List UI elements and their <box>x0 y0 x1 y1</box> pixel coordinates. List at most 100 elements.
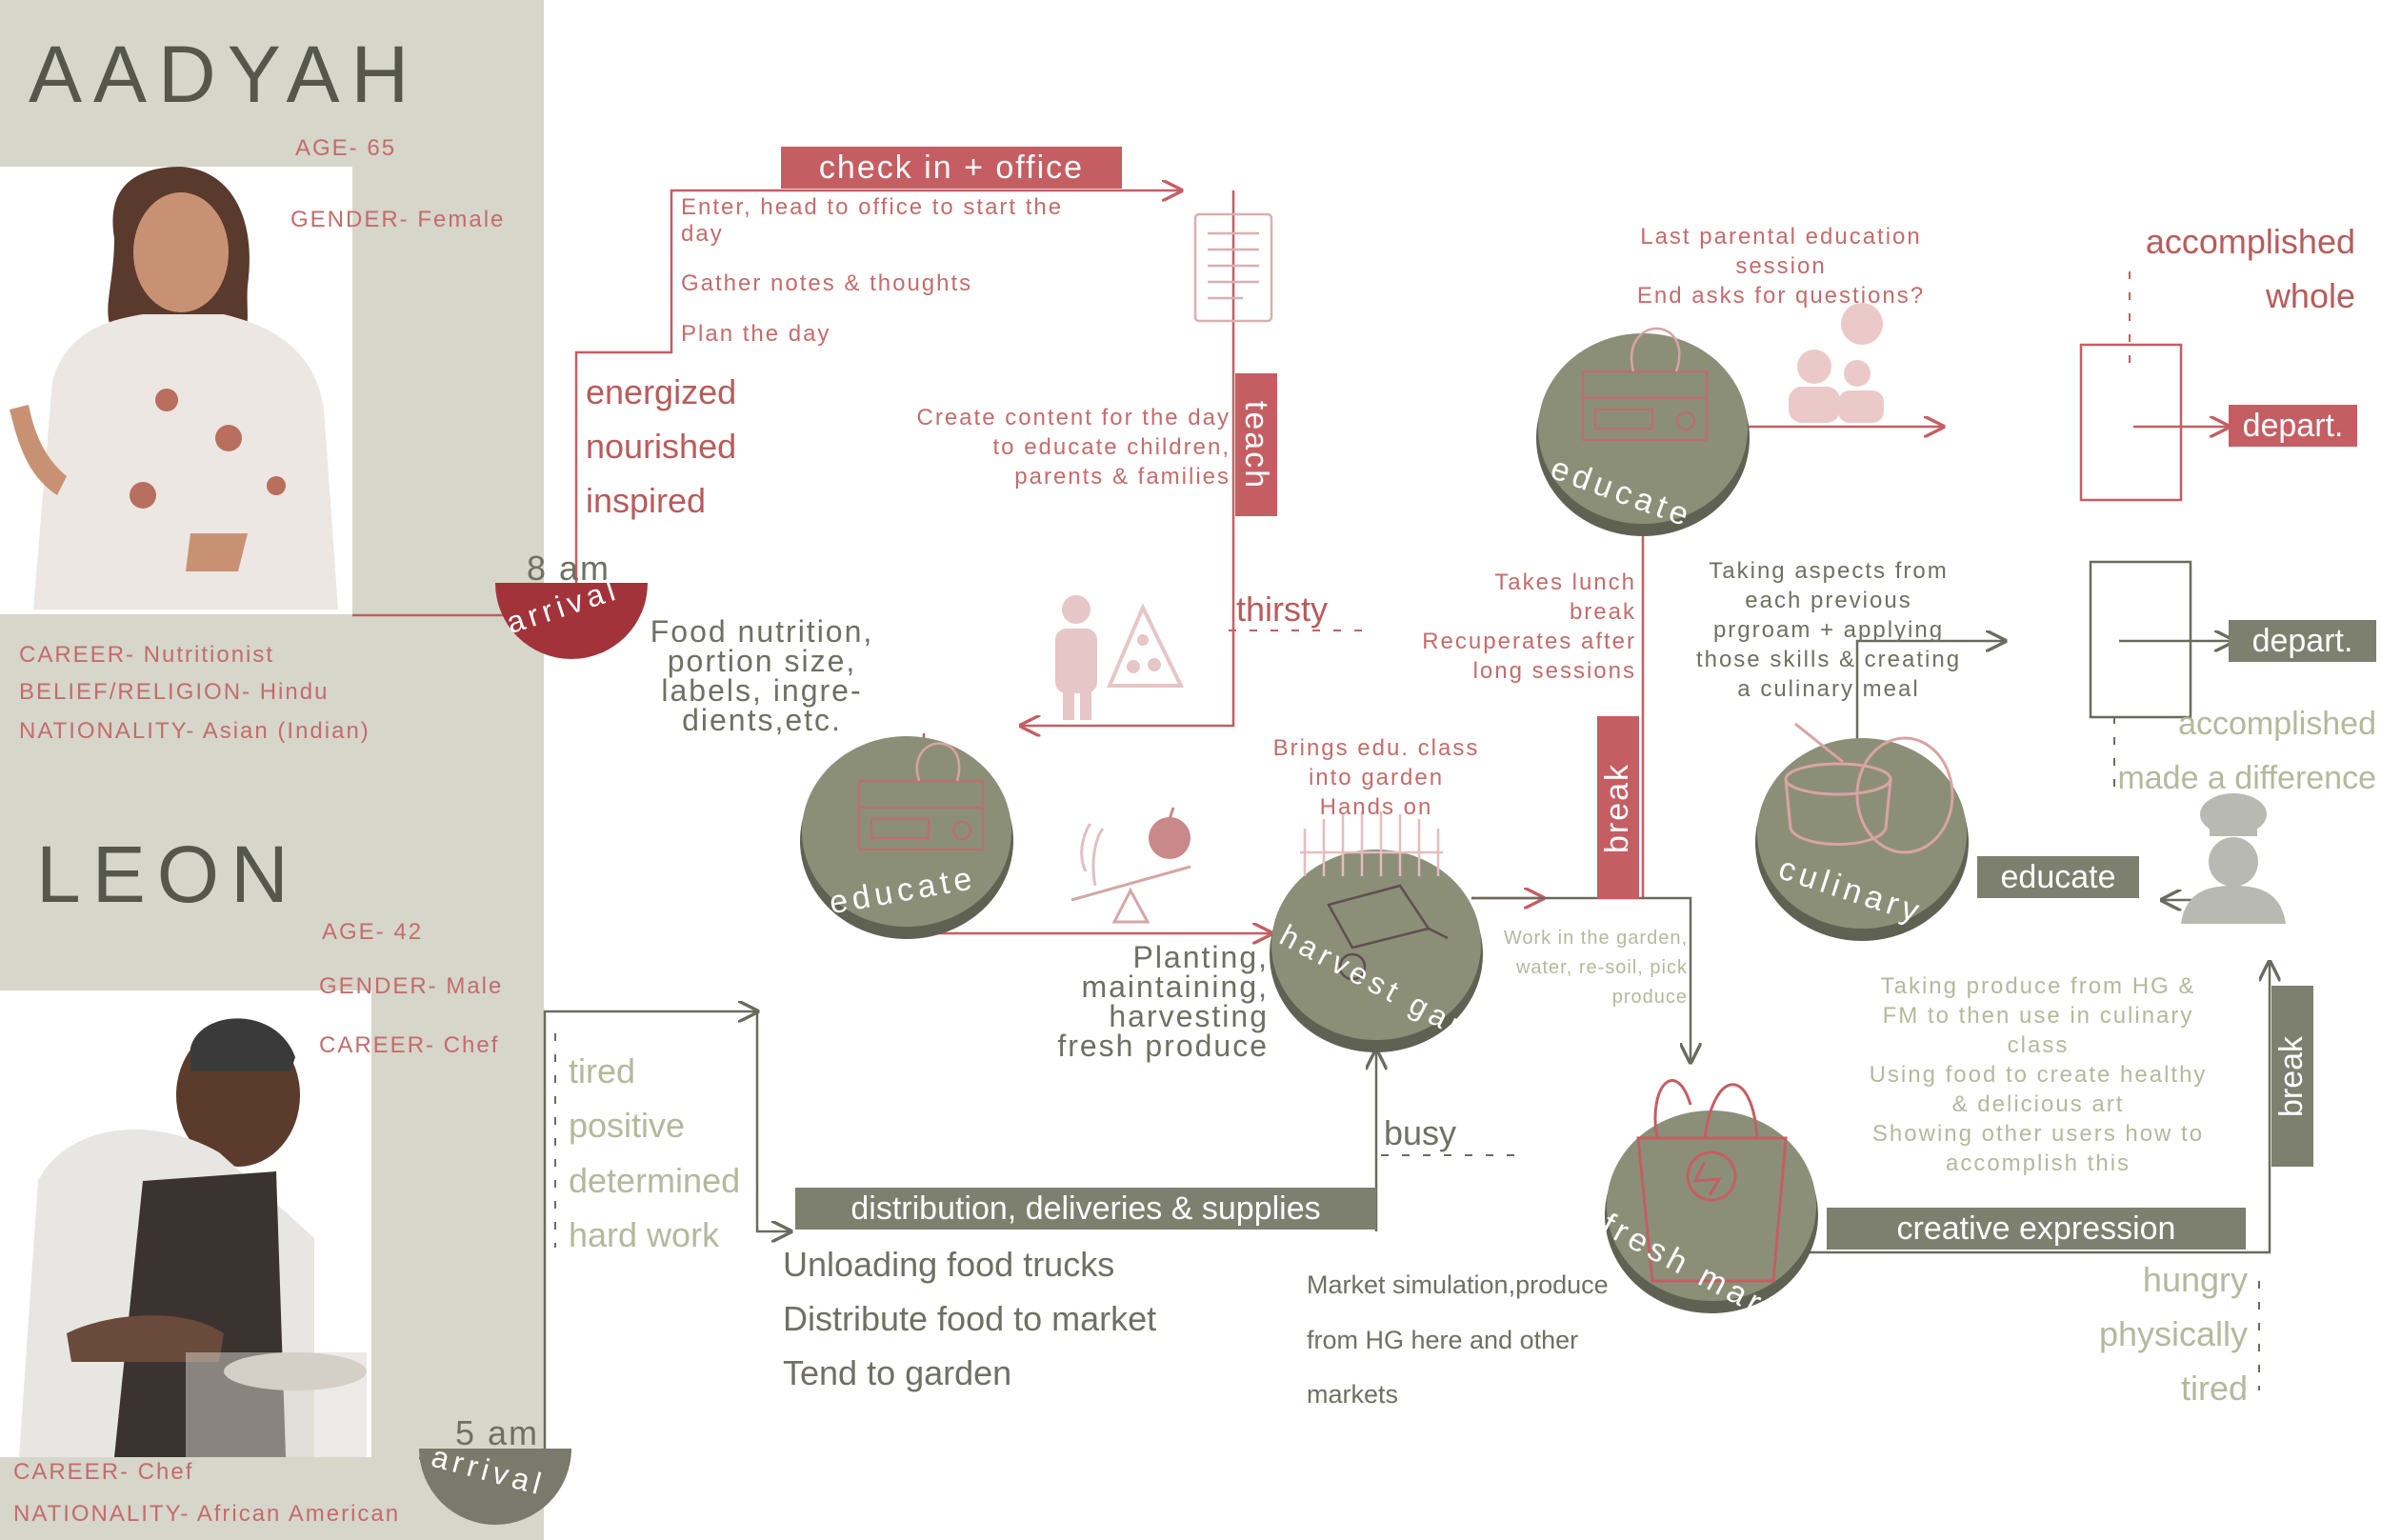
aspects-note: prgroam + applying <box>1712 617 1945 643</box>
culinary-note: Using food to create healthy <box>1869 1062 2208 1088</box>
leon-feeling: determined <box>569 1161 741 1200</box>
educate-label-leon: educate <box>1977 856 2139 898</box>
market-note: Market simulation,produce <box>1307 1270 1609 1299</box>
food-pyramid-person-icon <box>1055 595 1185 720</box>
aadyah-arrival-disc <box>495 583 648 659</box>
leon-age: AGE- 42 <box>322 919 424 945</box>
planting-note: harvesting <box>1109 999 1269 1033</box>
aspects-note: those skills & creating <box>1695 647 1962 672</box>
leon-feeling: tired <box>569 1051 636 1090</box>
educate-circle-1 <box>800 736 1013 939</box>
aadyah-dashes <box>575 271 2131 631</box>
harvest-note: Brings edu. class <box>1272 735 1480 761</box>
hungry-feeling: hungry <box>2142 1260 2248 1299</box>
aadyah-gender: GENDER- Female <box>290 207 506 232</box>
lunch-note: Recuperates after <box>1422 629 1636 654</box>
checkin-note: Plan the day <box>681 321 831 347</box>
planting-note: fresh produce <box>1057 1029 1269 1063</box>
distribution-note: Distribute food to market <box>783 1299 1157 1338</box>
depart-label-aadyah: depart. <box>2229 405 2357 447</box>
leon-dashes <box>554 716 2260 1390</box>
culinary-note: class <box>2007 1032 2070 1058</box>
parental-note: session <box>1735 253 1827 279</box>
parents-child-icon <box>1789 303 1884 423</box>
aadyah-career: CAREER- Nutritionist <box>19 642 275 668</box>
break-label-aadyah: break <box>1597 716 1639 899</box>
parental-note: Last parental education <box>1640 224 1922 250</box>
leon-career-bottom: CAREER- Chef <box>13 1459 194 1485</box>
garden-fence-icon <box>1300 811 1443 876</box>
harvest-note: Hands on <box>1319 794 1433 820</box>
creative-expression-label: creative expression <box>1827 1208 2246 1250</box>
culinary-note: & delicious art <box>1951 1091 2125 1117</box>
checkin-note: Gather notes & thoughts <box>681 270 973 296</box>
distribution-label: distribution, deliveries & supplies <box>795 1188 1376 1230</box>
stove-icon <box>1581 327 1709 442</box>
market-note: from HG here and other <box>1307 1326 1579 1354</box>
nutrition-note: labels, ingre- <box>661 673 863 708</box>
lunch-note: long sessions <box>1472 658 1636 684</box>
cooking-pot-icon <box>1784 722 1954 854</box>
hungry-feeling: physically <box>2098 1314 2248 1353</box>
aadyah-religion: BELIEF/RELIGION- Hindu <box>19 679 330 705</box>
aadyah-end-feeling: accomplished <box>2145 222 2355 261</box>
aadyah-end-feeling: whole <box>2265 276 2355 315</box>
scale-icon <box>1070 822 1191 924</box>
leon-photo <box>0 990 371 1457</box>
clipboard-icon <box>1193 212 1273 323</box>
checkin-note: day <box>681 221 724 247</box>
aspects-note: a culinary meal <box>1737 676 1920 702</box>
harvest-note: into garden <box>1308 765 1445 790</box>
lunch-note: break <box>1569 599 1636 625</box>
parental-note: End asks for questions? <box>1636 283 1926 309</box>
nutrition-note: Food nutrition, <box>650 614 874 649</box>
harvest-circle <box>1270 850 1483 1052</box>
leon-nationality: NATIONALITY- African American <box>13 1501 401 1527</box>
aspects-note: each previous <box>1745 588 1912 613</box>
checkin-office-label: check in + office <box>781 147 1122 189</box>
aadyah-feeling: nourished <box>586 427 737 466</box>
leon-feeling: hard work <box>569 1215 720 1254</box>
lunch-note: Takes lunch <box>1494 570 1636 595</box>
market-note: markets <box>1307 1380 1399 1409</box>
stove-icon <box>857 742 985 851</box>
teach-note: parents & families <box>1014 464 1231 490</box>
wheelbarrow-icon <box>1327 884 1449 981</box>
work-note: water, re-soil, pick <box>1515 957 1688 978</box>
leon-arrival-time: 5 am <box>455 1413 540 1452</box>
culinary-note: FM to then use in culinary <box>1882 1003 2194 1029</box>
aadyah-nationality: NATIONALITY- Asian (Indian) <box>19 718 370 744</box>
checkin-note: Enter, head to office to start the <box>681 194 1064 220</box>
planting-note: maintaining, <box>1081 970 1269 1004</box>
aadyah-age: AGE- 65 <box>295 135 397 161</box>
depart-label-leon: depart. <box>2229 620 2376 662</box>
aadyah-photo <box>0 167 352 614</box>
leon-gender: GENDER- Male <box>319 973 504 999</box>
nutrition-note: portion size, <box>667 644 857 678</box>
nutrition-note: dients,etc. <box>682 703 842 737</box>
leon-end-feeling: accomplished <box>2178 706 2376 742</box>
apple-icon <box>1149 807 1190 859</box>
aadyah-arrival-time: 8 am <box>527 549 611 588</box>
aspects-note: Taking aspects from <box>1709 558 1949 584</box>
culinary-note: Taking produce from HG & <box>1880 973 2196 999</box>
thirsty-feeling: thirsty <box>1236 590 1329 629</box>
aadyah-feeling: energized <box>586 372 737 411</box>
teach-note: Create content for the day <box>916 405 1231 430</box>
work-note: Work in the garden, <box>1503 928 1688 949</box>
market-circle <box>1605 1110 1818 1313</box>
teach-note: to educate children, <box>992 434 1231 460</box>
leon-feeling: positive <box>569 1106 686 1145</box>
work-note: produce <box>1611 987 1688 1008</box>
distribution-note: Tend to garden <box>783 1353 1012 1392</box>
aadyah-name: AADYAH <box>29 30 421 119</box>
leon-career-top: CAREER- Chef <box>319 1032 500 1058</box>
teach-label: teach <box>1235 373 1277 516</box>
leon-end-feeling: made a difference <box>2117 760 2376 796</box>
culinary-note: Showing other users how to <box>1871 1121 2205 1147</box>
busy-feeling: busy <box>1384 1113 1457 1152</box>
break-label-leon: break <box>2271 986 2313 1167</box>
chef-icon <box>2181 793 2286 924</box>
